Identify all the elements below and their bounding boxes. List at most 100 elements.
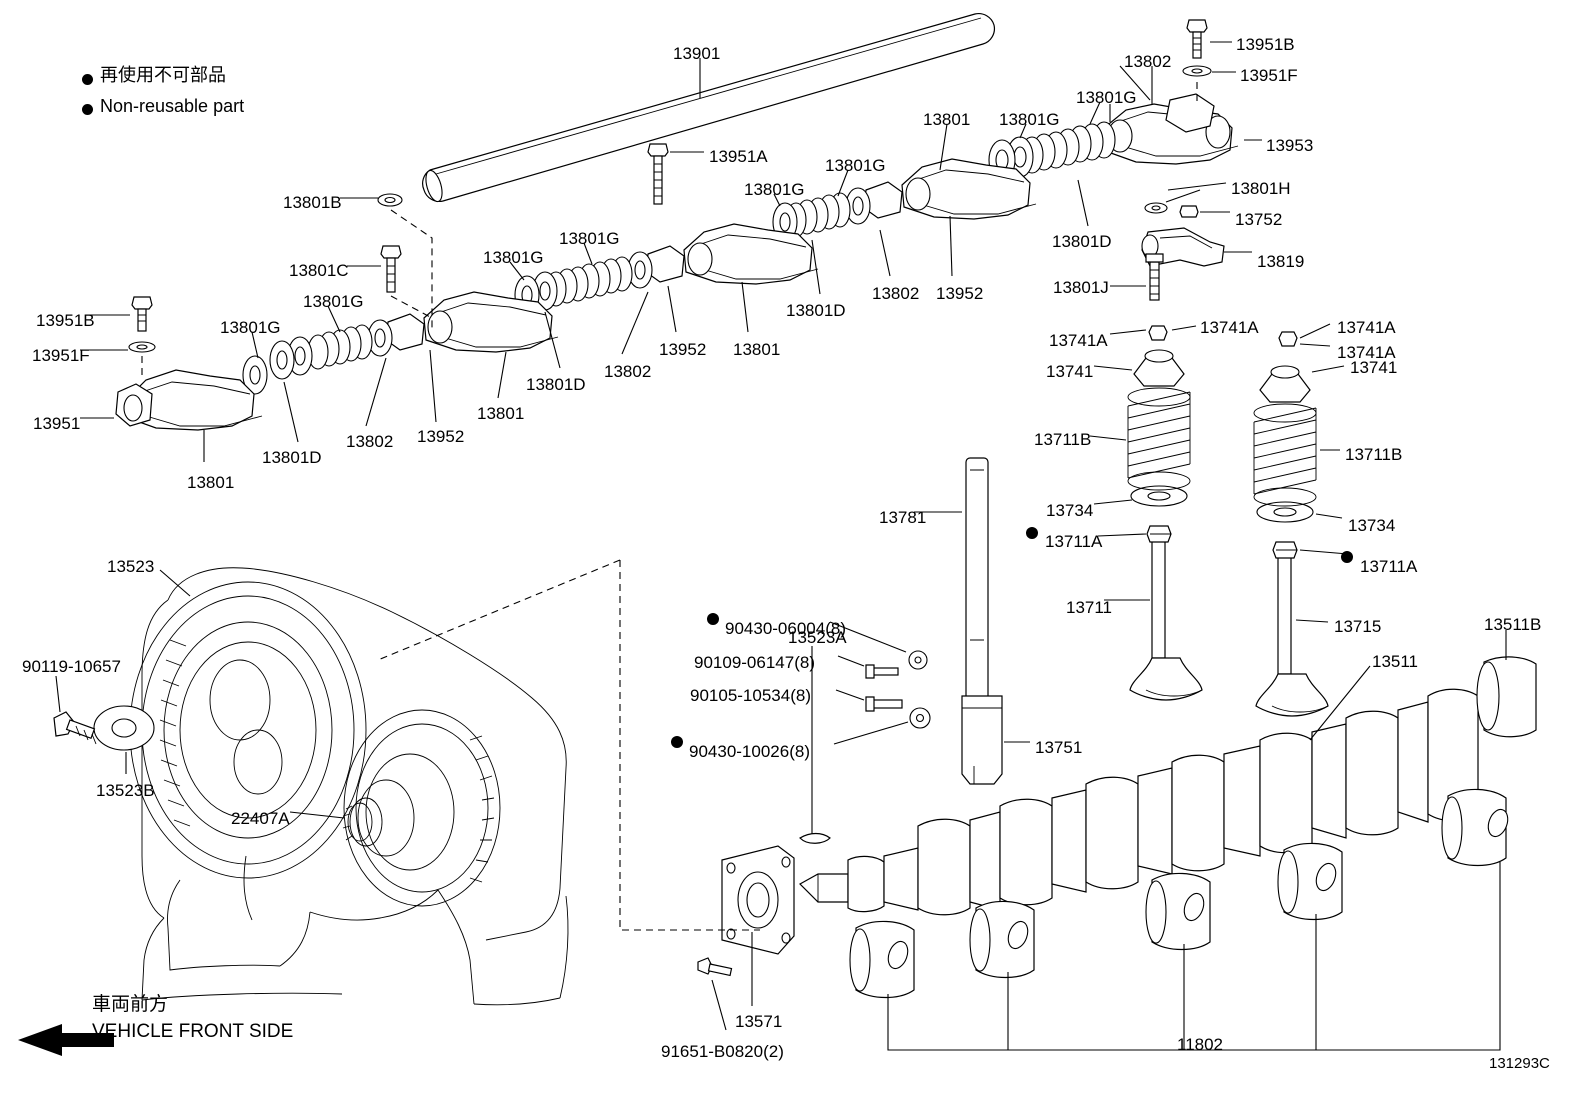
part-callout-13801H: 13801H <box>1231 179 1291 198</box>
spring-stack-mid <box>514 256 633 315</box>
bolt-13801J <box>1145 253 1164 301</box>
part-callout-22407A: 22407A <box>231 809 290 828</box>
rocker-arm-right-13953 <box>1103 93 1239 165</box>
part-callout-13741: 13741 <box>1350 358 1398 377</box>
rocker-shaft-13901 <box>422 12 996 203</box>
washer-13523B <box>93 705 155 751</box>
part-callout-13951F: 13951F <box>1240 66 1298 85</box>
part-callout-13801C: 13801C <box>289 261 349 280</box>
part-callout-13571: 13571 <box>735 1012 783 1031</box>
part-callout-13953: 13953 <box>1266 136 1314 155</box>
part-callout-13741A: 13741A <box>1200 318 1259 337</box>
part-callout-13801G: 13801G <box>559 229 620 248</box>
part-callout-13801G: 13801G <box>303 292 364 311</box>
bearings-11802 <box>849 788 1509 999</box>
key-13523A <box>799 832 831 844</box>
part-callout-13734: 13734 <box>1046 501 1094 520</box>
seal-retainer-13571 <box>721 845 795 955</box>
part-callout-13715: 13715 <box>1334 617 1382 636</box>
bolt-90430-06004 <box>908 650 928 670</box>
washer-13734-right <box>1256 501 1314 523</box>
part-callout-13801D: 13801D <box>526 375 586 394</box>
part-callout-13751: 13751 <box>1035 738 1083 757</box>
part-callout-13734: 13734 <box>1348 516 1396 535</box>
bolt-90105-10534 <box>865 696 903 712</box>
rocker-arm-left-13951 <box>115 369 263 431</box>
nut-13801B <box>377 193 403 207</box>
part-callout-13951B: 13951B <box>36 311 95 330</box>
part-callout-90105105348: 90105-10534(8) <box>690 686 811 705</box>
part-callout-13802: 13802 <box>1124 52 1172 71</box>
part-callout-13711B: 13711B <box>1345 445 1403 464</box>
part-callout-9011910657: 90119-10657 <box>22 657 121 676</box>
part-callout-91651B08202: 91651-B0820(2) <box>661 1042 784 1061</box>
legend-dot-en <box>82 104 93 115</box>
part-callout-90430100268: 90430-10026(8) <box>689 742 810 761</box>
part-callout-13741A: 13741A <box>1337 318 1396 337</box>
spring-seat-13741-right <box>1259 365 1311 403</box>
nonreusable-dot-13711A-left <box>1026 527 1038 539</box>
part-callout-13711A: 13711A <box>1360 557 1418 576</box>
washer-90430-10026 <box>909 707 931 729</box>
part-callout-13951B: 13951B <box>1236 35 1295 54</box>
part-callout-13752: 13752 <box>1235 210 1283 229</box>
part-callout-13711B: 13711B <box>1034 430 1092 449</box>
valve-spring-13711B-right <box>1253 403 1317 507</box>
part-13801H <box>1144 202 1168 214</box>
bolt-13951B-right <box>1186 19 1208 59</box>
part-callout-13801G: 13801G <box>483 248 544 267</box>
part-callout-13511: 13511 <box>1372 652 1419 671</box>
front-note-en: VEHICLE FRONT SIDE <box>92 1021 294 1042</box>
nonreusable-dot-90430-10026 <box>671 736 683 748</box>
part-callout-13801J: 13801J <box>1053 278 1109 297</box>
part-callout-13952: 13952 <box>417 427 465 446</box>
push-rod-13781 <box>965 457 989 721</box>
part-callout-13802: 13802 <box>346 432 394 451</box>
bolt-90119-10657 <box>53 711 97 745</box>
legend-label-en: Non-reusable part <box>100 96 245 116</box>
retainer-13711A-right <box>1272 541 1298 559</box>
part-callout-13801G: 13801G <box>825 156 886 175</box>
part-13511B <box>1476 656 1537 738</box>
part-callout-13801G: 13801G <box>220 318 281 337</box>
part-callout-13801D: 13801D <box>262 448 322 467</box>
rocker-arm-13801-c <box>645 223 819 285</box>
part-callout-13801G: 13801G <box>999 110 1060 129</box>
part-callout-13801B: 13801B <box>283 193 342 212</box>
rocker-arm-13801-l <box>385 291 559 353</box>
part-callout-13741: 13741 <box>1046 362 1094 381</box>
bolt-91651-B0820 <box>697 957 733 977</box>
part-callout-13901: 13901 <box>673 44 721 63</box>
bolt-90109-06147 <box>865 664 899 679</box>
retainer-13711A-left <box>1146 525 1172 543</box>
part-callout-13802: 13802 <box>872 284 920 303</box>
part-callout-13741A: 13741A <box>1337 343 1396 362</box>
keeper-13741A-left <box>1148 325 1168 341</box>
spring-seat-13741-left <box>1133 349 1185 387</box>
part-callout-13711A: 13711A <box>1045 532 1103 551</box>
part-callout-13802: 13802 <box>604 362 652 381</box>
diagram-id: 131293C <box>1489 1055 1550 1072</box>
front-note-jp: 車両前方 <box>92 993 169 1015</box>
part-callout-13951: 13951 <box>33 414 81 433</box>
bolt-13951B-left <box>131 296 153 332</box>
valve-13711 <box>1129 539 1203 701</box>
part-callout-13523B: 13523B <box>96 781 155 800</box>
spring-stack-left <box>242 324 373 395</box>
part-callout-13952: 13952 <box>936 284 984 303</box>
part-callout-13951F: 13951F <box>32 346 90 365</box>
part-callout-13711: 13711 <box>1066 598 1113 617</box>
washer-13734-left <box>1130 485 1188 507</box>
valve-spring-13711B-left <box>1127 387 1191 491</box>
part-callout-13801G: 13801G <box>744 180 805 199</box>
spring-stack-right <box>988 121 1116 181</box>
part-callout-90430060048: 90430-06004(8) <box>725 619 846 638</box>
spring-stack-mid-right <box>772 192 851 242</box>
lifter-13751 <box>961 695 1003 785</box>
nonreusable-dot-13711A-right <box>1341 551 1353 563</box>
bolt-13951A <box>647 143 669 205</box>
part-callout-13951A: 13951A <box>709 147 768 166</box>
part-callout-90109061478: 90109-06147(8) <box>694 653 815 672</box>
front-arrow <box>18 1024 114 1056</box>
